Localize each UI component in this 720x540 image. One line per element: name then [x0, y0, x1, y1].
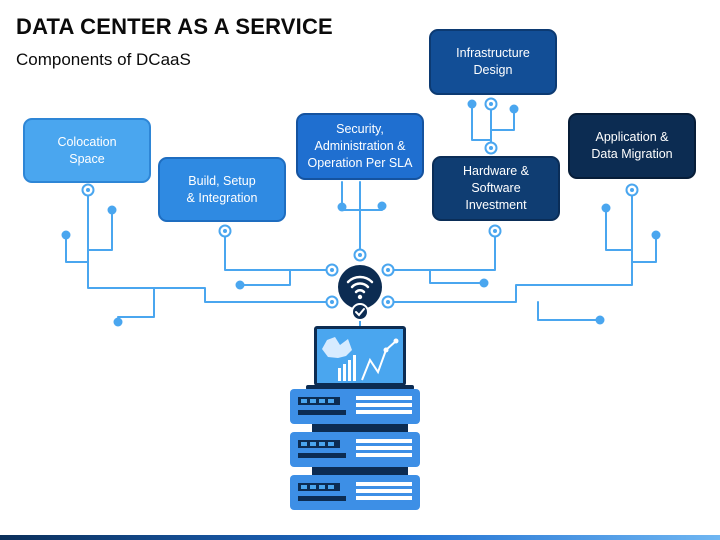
component-infrastructure-design: Infrastructure Design	[429, 29, 557, 95]
component-hardware-software-investment: Hardware & Software Investment	[432, 156, 560, 221]
page-subtitle: Components of DCaaS	[16, 50, 191, 69]
component-security-administration: Security, Administration & Operation Per…	[296, 113, 424, 180]
component-application-data-migration: Application & Data Migration	[568, 113, 696, 179]
component-label: Application & Data Migration	[591, 130, 673, 161]
bottom-accent-bar	[0, 535, 720, 540]
component-label: Security, Administration & Operation Per…	[307, 122, 413, 170]
component-colocation-space: Colocation Space	[23, 118, 151, 183]
checkmark-icon	[351, 303, 369, 321]
laptop-icon	[306, 326, 414, 390]
wifi-icon	[338, 265, 382, 309]
component-label: Infrastructure Design	[456, 46, 530, 77]
component-label: Hardware & Software Investment	[463, 164, 529, 212]
component-build-setup-integration: Build, Setup & Integration	[158, 157, 286, 222]
page-title: DATA CENTER AS A SERVICE	[16, 14, 333, 39]
component-label: Colocation Space	[57, 134, 117, 166]
server-rack-icon	[290, 389, 420, 510]
component-label: Build, Setup & Integration	[186, 173, 258, 205]
